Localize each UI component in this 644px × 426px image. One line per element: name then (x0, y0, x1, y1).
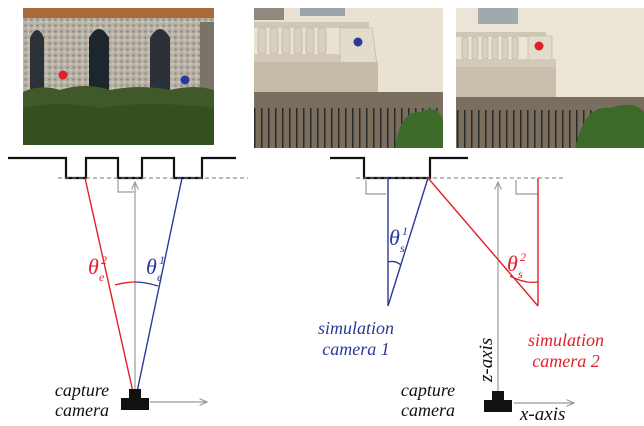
theta-s1-label: θ s 1 (389, 224, 408, 255)
z-axis-label: z-axis (476, 338, 497, 383)
capture-camera-label-left-1: capture (55, 380, 109, 400)
blue-point-marker (180, 75, 190, 85)
surface-profile-right (330, 156, 468, 180)
svg-text:s: s (400, 241, 405, 255)
capture-camera-label-right-1: capture (401, 380, 455, 400)
ray-red-right (427, 177, 539, 307)
sim-camera-2-label-2: camera 2 (532, 351, 599, 371)
ray-blue-left (136, 177, 183, 393)
svg-text:θ: θ (146, 254, 157, 279)
svg-text:θ: θ (389, 225, 400, 250)
svg-text:1: 1 (402, 224, 408, 238)
left-diagram (8, 156, 248, 410)
svg-text:e: e (157, 270, 163, 284)
svg-text:s: s (518, 267, 523, 281)
capture-camera-label-left-2: camera (55, 400, 109, 420)
x-axis-label: x-axis (519, 404, 565, 425)
sim-camera-1-label-1: simulation (318, 318, 394, 338)
svg-text:θ: θ (88, 254, 99, 279)
photo-right (456, 8, 644, 148)
svg-text:e: e (99, 270, 105, 284)
blue-point-marker-2 (353, 37, 363, 47)
theta-e2-label: θ e 2 (88, 253, 107, 284)
capture-camera-icon-left (121, 398, 149, 410)
red-point-marker-2 (534, 41, 544, 51)
sim-camera-1-label-2: camera 1 (322, 339, 389, 359)
svg-text:1: 1 (159, 253, 165, 267)
right-diagram (330, 156, 574, 412)
red-point-marker (58, 70, 68, 80)
surface-profile-left (8, 156, 236, 180)
capture-camera-label-right-2: camera (401, 400, 455, 420)
ray-red-left (84, 177, 134, 393)
theta-e1-label: θ e 1 (146, 253, 165, 284)
photo-middle (254, 8, 443, 148)
photo-left (23, 8, 214, 145)
theta-s2-label: θ s 2 (507, 250, 526, 281)
capture-camera-icon-right (484, 400, 512, 412)
sim-camera-2-label-1: simulation (528, 330, 604, 350)
svg-text:θ: θ (507, 251, 518, 276)
svg-text:2: 2 (101, 253, 107, 267)
svg-text:2: 2 (520, 250, 526, 264)
ray-blue-right (387, 177, 429, 307)
